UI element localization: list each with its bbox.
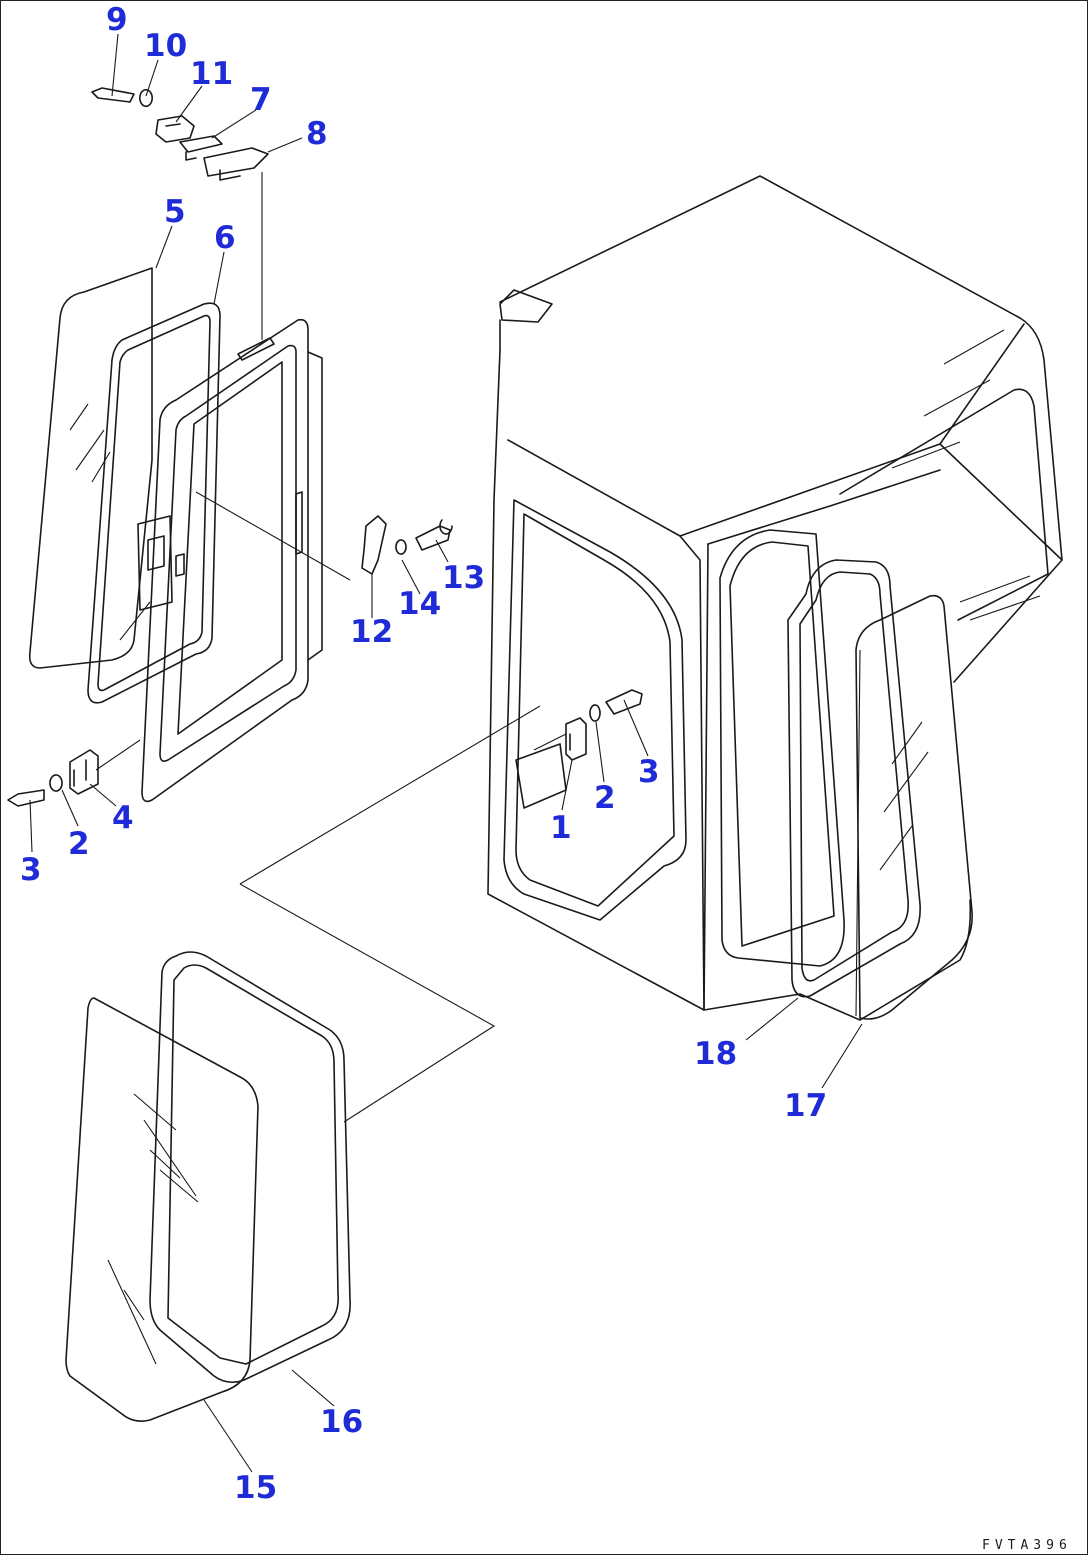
cab-roof-front-edge [507,439,1063,561]
door-edge-strip [307,351,323,661]
catch-1 [565,717,587,761]
bolt-13 [415,519,453,551]
hinge-pin-group [361,515,453,575]
callout-labels: 9 10 11 7 8 5 6 13 14 12 3 2 4 1 2 3 18 … [20,2,827,1506]
washer-14 [395,539,407,555]
cab-front-window-inner [729,541,835,947]
washer-2-left [49,774,63,792]
top-hardware-group [91,87,269,340]
bolt-3-right [605,689,643,715]
callout-14: 14 [398,586,441,622]
cab-roof-detail-lines [891,329,1041,621]
door-upper-leader [195,491,351,581]
door-assembly [137,318,351,803]
callout-1: 1 [550,810,572,846]
front-seal-18-inner [799,571,909,982]
cab-front-right [707,469,941,545]
callout-15: 15 [234,1470,277,1506]
bolt-9 [91,87,135,103]
cab-hardware-group [565,689,643,761]
callout-7: 7 [250,82,272,118]
drawing-code: FVTA396 [982,1538,1072,1553]
leader-4-to-door [95,739,141,771]
callout-17: 17 [784,1088,827,1124]
callout-8: 8 [306,116,328,152]
striker-8 [203,147,269,181]
callout-6: 6 [214,220,236,256]
callout-9: 9 [106,2,128,38]
callout-12: 12 [350,614,393,650]
cab-side-window-inner [515,513,675,907]
door-glass-5 [28,267,153,669]
door-seal-6-inner [97,314,211,692]
cab-side-window-outer [503,499,687,921]
cab-beacon [499,289,553,351]
hinge-12 [361,515,387,575]
door-inner-opening [159,344,297,762]
callout-3-left: 3 [20,852,42,888]
front-seal-18 [787,559,921,998]
cab-left-side [487,349,709,1011]
washer-2-right [589,704,601,722]
callout-11: 11 [190,56,233,92]
callout-16: 16 [320,1404,363,1440]
cab-door-opening [515,743,567,809]
latch-7 [179,135,223,161]
callout-4: 4 [112,800,134,836]
cab-front-window [719,529,845,967]
bracket-4 [69,749,99,795]
washer-10 [139,88,153,108]
callout-5: 5 [164,194,186,230]
door-seal-6 [87,302,221,704]
door-window-opening [177,361,283,735]
cab-latch-leader [533,733,567,751]
door-outer-frame [141,318,309,803]
callout-18: 18 [694,1036,737,1072]
callout-2-left: 2 [68,826,90,862]
lower-left-hardware [7,739,141,807]
callout-13: 13 [442,560,485,596]
cab-corner-pillar [679,535,705,1011]
cab-lower-front [703,899,972,1021]
plate-11 [155,115,195,143]
glass-reflection-marks [69,403,151,641]
door-lock-block [137,515,185,611]
callout-3-right: 3 [638,754,660,790]
guide-plane [239,705,541,1123]
side-seal-16-inner [167,964,339,1365]
cab-roof-outline [499,175,1063,683]
callout-leaders [29,33,863,1473]
side-glass-15 [65,997,259,1422]
cab-rear-window [839,388,1049,621]
bolt-3-left [7,789,45,807]
front-glass-17 [855,594,973,1020]
side-glass-15-marks [107,1093,199,1365]
front-glass-17-marks [855,649,929,1017]
door-hinge-slot [295,491,303,555]
door-top-hinge [237,337,275,361]
callout-2-right: 2 [594,780,616,816]
cab-body [487,175,1063,1021]
callout-10: 10 [144,28,187,64]
side-seal-16 [149,951,351,1384]
